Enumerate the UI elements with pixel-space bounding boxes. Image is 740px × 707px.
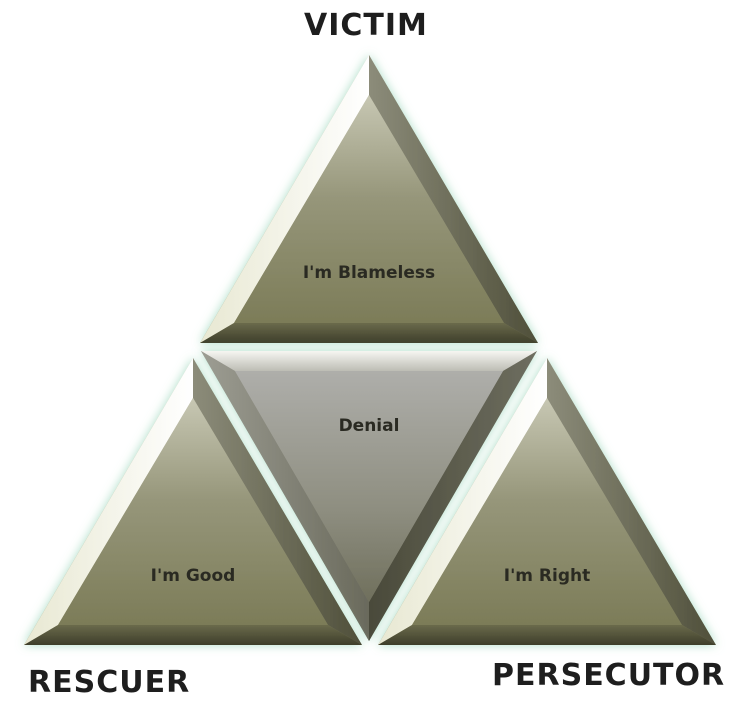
- triangle-denial-bevel-top: [201, 351, 537, 371]
- triangle-blameless-bevel-left: [200, 55, 369, 343]
- triangle-denial-bevel-right: [369, 351, 537, 641]
- triangle-denial: [201, 351, 537, 641]
- triangle-right-bevel-right: [547, 358, 716, 645]
- triangle-good-bevel-bottom: [24, 625, 362, 645]
- triangle-good-bevel-right: [193, 358, 362, 645]
- triangle-right: [378, 358, 716, 645]
- label-right: I'm Right: [504, 566, 590, 586]
- triangle-blameless-bevel-bottom: [200, 323, 538, 343]
- triangle-right-face: [412, 398, 682, 625]
- triangle-blameless-face: [234, 95, 504, 323]
- label-denial: Denial: [339, 416, 400, 436]
- role-rescuer: RESCUER: [28, 665, 191, 700]
- triangle-blameless: [200, 55, 538, 343]
- triangle-denial-bevel-left: [201, 351, 369, 641]
- role-persecutor: PERSECUTOR: [492, 658, 726, 693]
- triangle-denial-face: [235, 371, 503, 602]
- triangle-blameless-bevel-right: [369, 55, 538, 343]
- triangle-right-bevel-bottom: [378, 625, 716, 645]
- triangle-good: [24, 358, 362, 645]
- label-blameless: I'm Blameless: [303, 263, 435, 283]
- label-good: I'm Good: [151, 566, 236, 586]
- triangle-good-bevel-left: [24, 358, 193, 645]
- triangle-good-face: [58, 398, 328, 625]
- triangle-right-bevel-left: [378, 358, 547, 645]
- role-victim: VICTIM: [304, 8, 428, 43]
